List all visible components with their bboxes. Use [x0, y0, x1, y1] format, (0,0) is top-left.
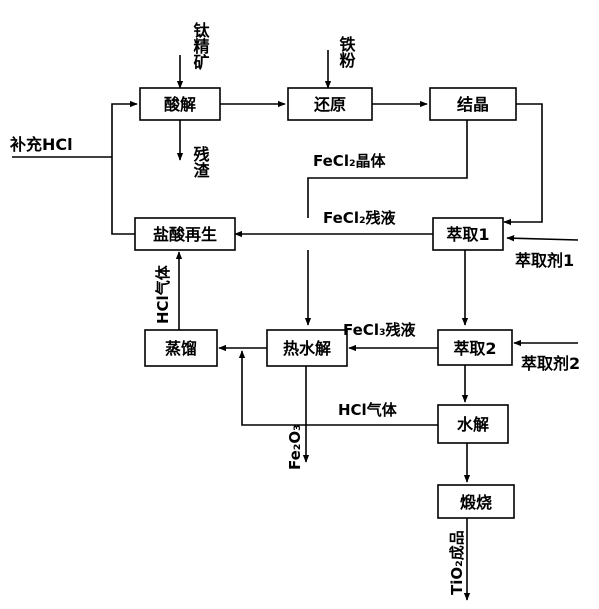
hot-hydrolysis-label: 热水解 [283, 339, 331, 358]
hcl-gas-return-label: HCl气体 [338, 401, 398, 419]
box-distill: 蒸馏 [144, 329, 218, 367]
make-up-hcl-label: 补充HCl [9, 135, 73, 154]
box-acid-leach: 酸解 [139, 87, 221, 121]
extract2-label: 萃取2 [453, 339, 496, 358]
extract1-label: 萃取1 [446, 225, 489, 244]
hcl-gas-up-label: HCl气体 [154, 264, 172, 324]
arrow-hcl-gas-return [238, 350, 438, 426]
box-hcl-regen: 盐酸再生 [134, 217, 236, 251]
hcl-regen-label: 盐酸再生 [153, 225, 217, 244]
box-extract2: 萃取2 [437, 329, 513, 366]
extractant1-label: 萃取剂1 [515, 251, 574, 270]
reduction-label: 还原 [313, 95, 346, 114]
extractant2-label: 萃取剂2 [521, 354, 580, 373]
distill-label: 蒸馏 [165, 339, 197, 358]
box-crystallize: 结晶 [429, 87, 517, 121]
box-extract1: 萃取1 [432, 217, 504, 251]
arrow-regen-hcl-to-acid-leach [111, 100, 138, 235]
box-reduction: 还原 [287, 87, 373, 121]
box-calcination: 煅烧 [437, 484, 515, 519]
acid-leach-label: 酸解 [164, 95, 196, 114]
residue-label: 残渣 [191, 145, 210, 178]
box-hot-hydrolysis: 热水解 [266, 329, 348, 367]
arrow-extractant1 [506, 235, 579, 242]
fecl2-liquor-label: FeCl₂残液 [323, 209, 397, 227]
box-hydrolysis: 水解 [437, 404, 509, 444]
calcination-label: 煅烧 [460, 493, 492, 512]
tio2-label: TiO₂成品 [448, 530, 466, 595]
fecl3-liquor-label: FeCl₃残液 [343, 321, 417, 339]
line-fecl2-crystal [307, 120, 468, 218]
arrow-crystallize-to-extract1 [503, 103, 543, 226]
fecl2-crystal-label: FeCl₂晶体 [313, 152, 387, 170]
ilmenite-label: 钛精矿 [191, 21, 210, 71]
iron-powder-label: 铁粉 [337, 35, 356, 69]
hydrolysis-label: 水解 [457, 415, 489, 434]
fe2o3-label: Fe₂O₃ [286, 424, 304, 470]
crystallize-label: 结晶 [456, 95, 489, 114]
